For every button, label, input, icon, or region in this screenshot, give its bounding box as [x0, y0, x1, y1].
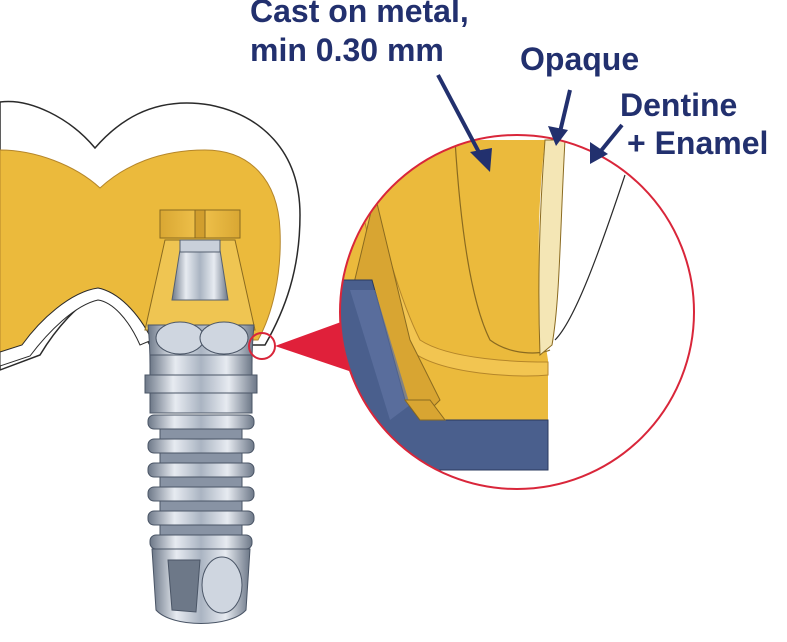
- label-cast-line2: min 0.30 mm: [250, 32, 444, 68]
- label-dentine-line2: + Enamel: [627, 125, 768, 161]
- magnifier-ring: [339, 134, 695, 490]
- arrow-dentine: [598, 123, 624, 154]
- magnified-detail: [339, 134, 695, 490]
- arrow-opaque: [558, 89, 572, 133]
- label-dentine-line1: Dentine: [620, 87, 737, 123]
- label-opaque: Opaque: [520, 41, 639, 77]
- callout-pointer: [275, 318, 352, 372]
- magnified-dentine-boundary: [554, 174, 626, 341]
- implant: [144, 321, 258, 624]
- abutment: [144, 209, 256, 331]
- label-cast-line1: Cast on metal,: [250, 0, 469, 29]
- pointer-arrows: [436, 74, 624, 172]
- implant-threads: [147, 414, 255, 550]
- arrow-cast-metal: [436, 74, 484, 159]
- crown-margin: [0, 287, 153, 367]
- magnified-opaque-layer: [538, 139, 566, 357]
